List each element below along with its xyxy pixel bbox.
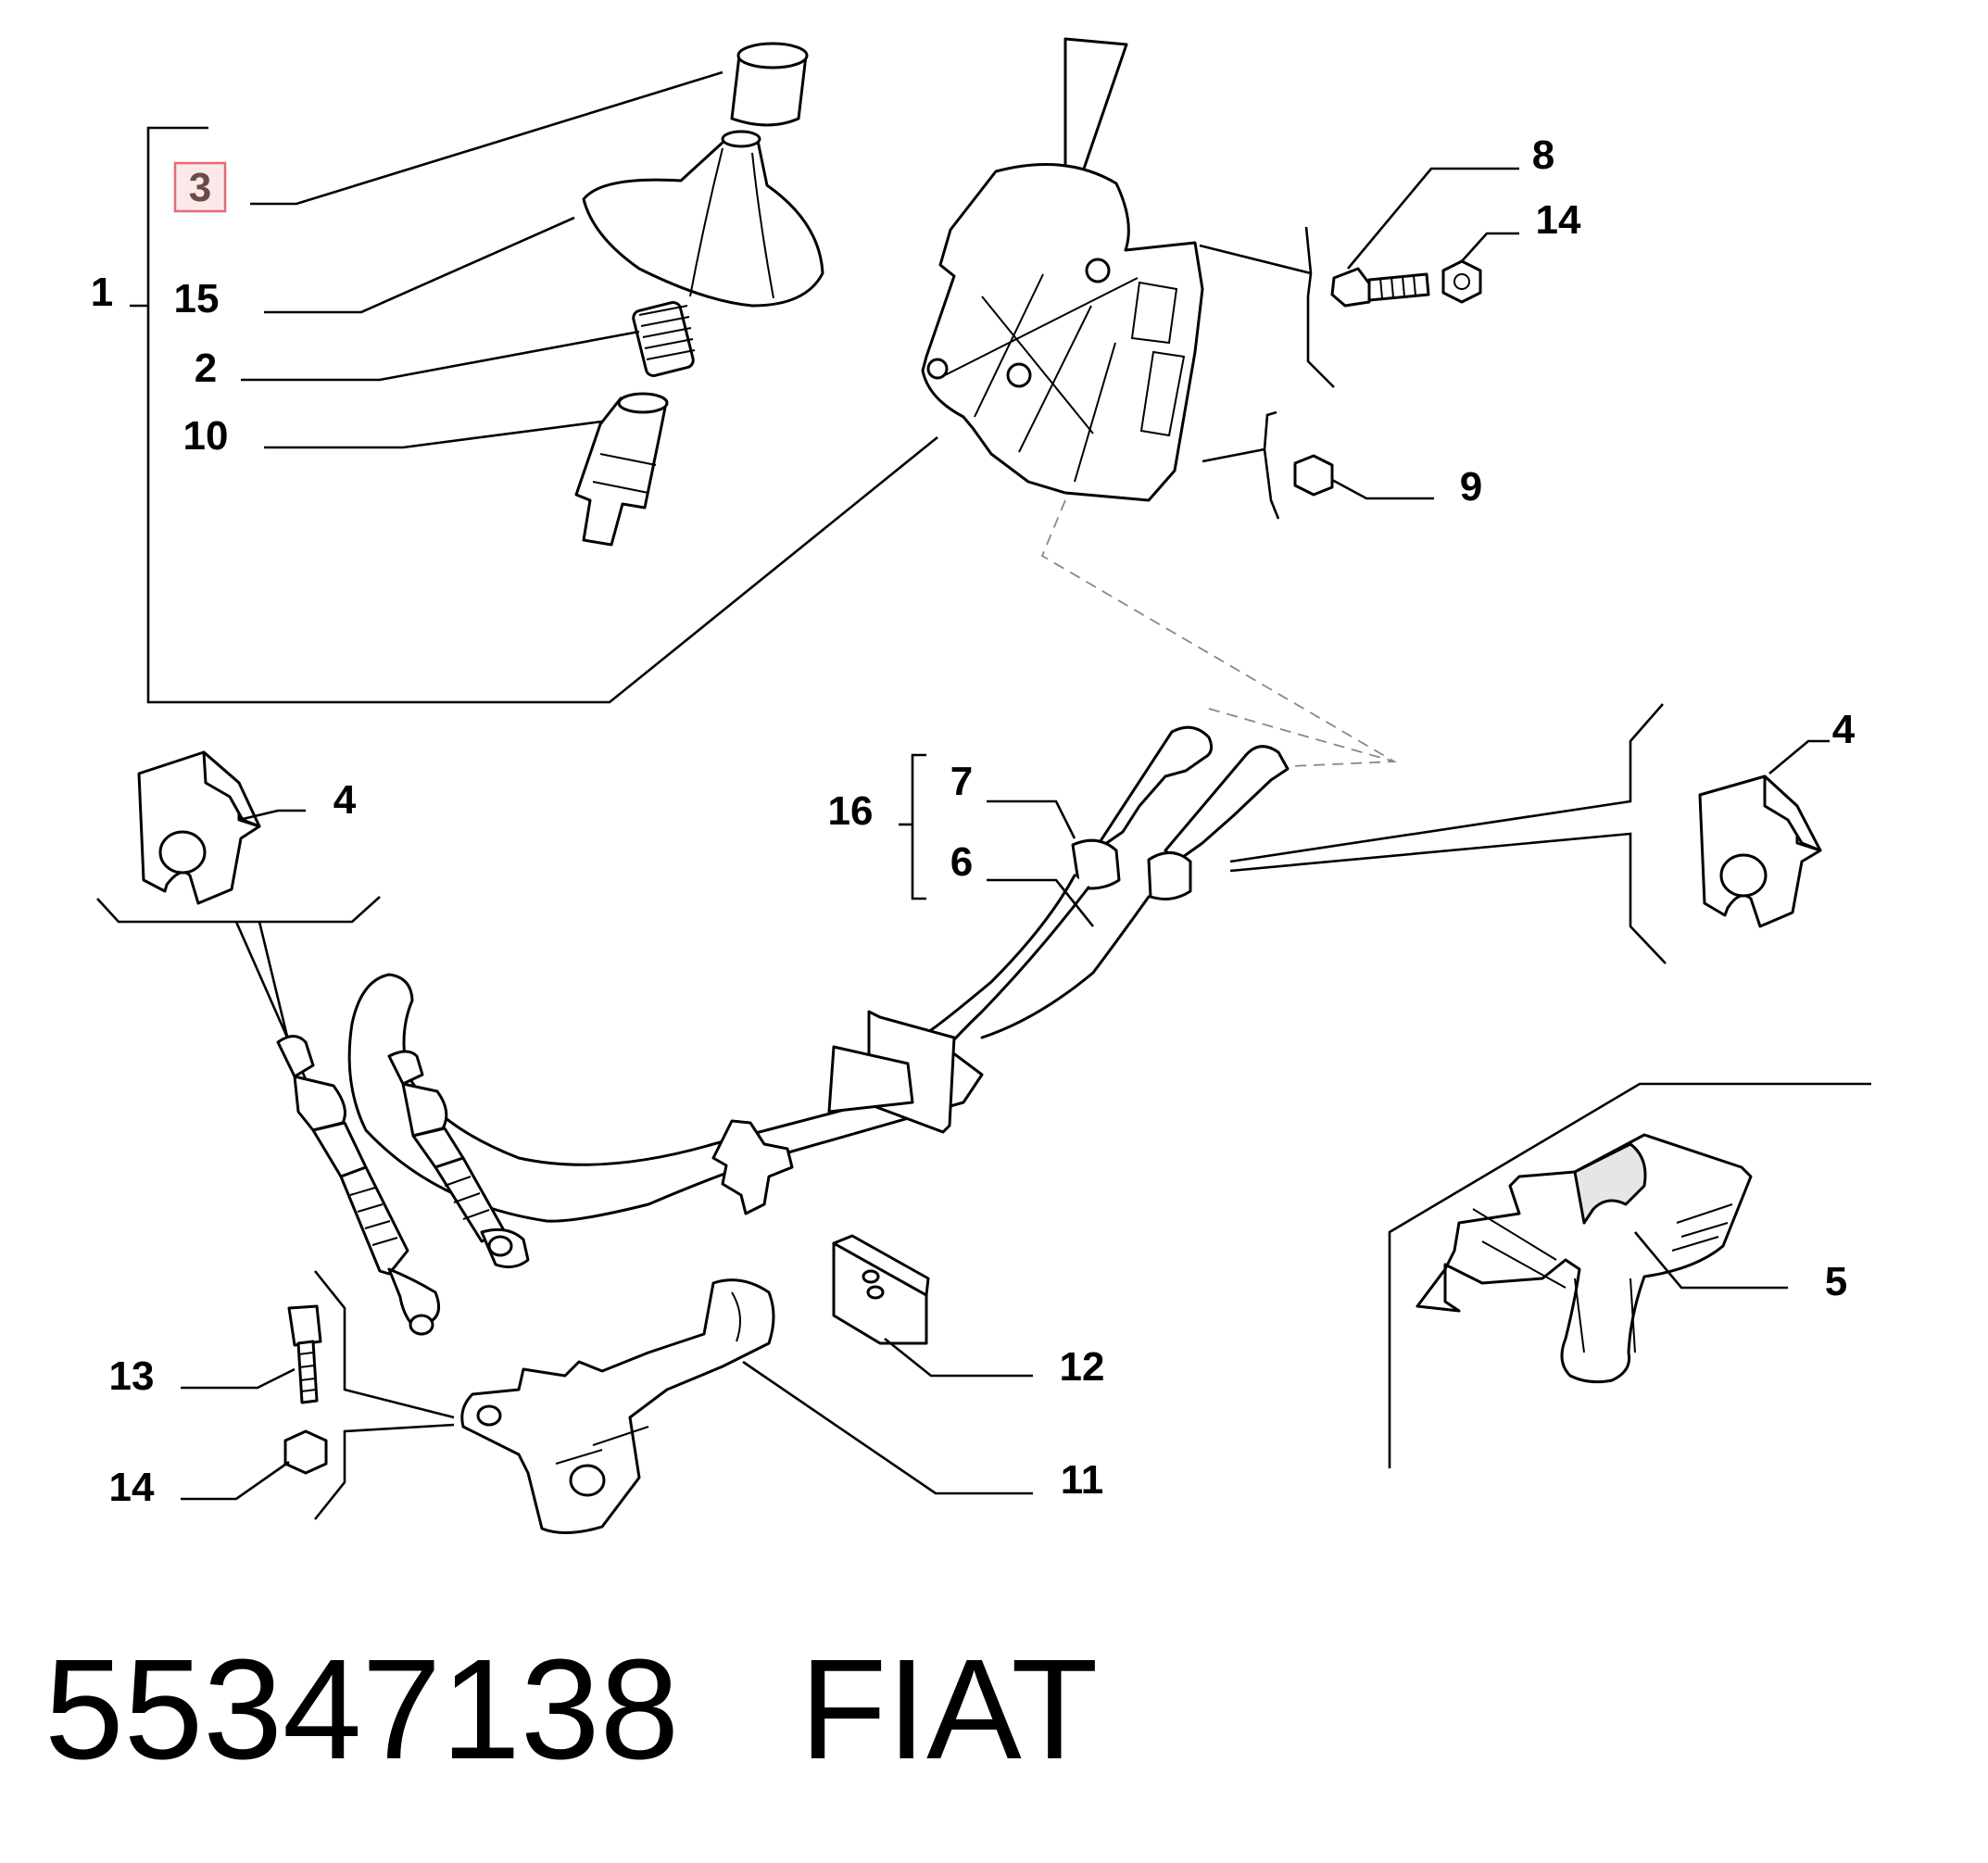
support-bracket-part[interactable] (1416, 1133, 1753, 1384)
callout-7[interactable]: 7 (950, 759, 973, 804)
callout-14-bottom[interactable]: 14 (109, 1465, 155, 1510)
cable-mount-bracket-part[interactable] (460, 1278, 775, 1535)
rubber-block-part[interactable] (832, 1234, 930, 1345)
bolt-13-part[interactable] (287, 1304, 322, 1404)
brand-name: FIAT (799, 1630, 1099, 1789)
callout-4-left[interactable]: 4 (333, 777, 357, 823)
gear-knob-part[interactable] (730, 42, 809, 127)
highlighted-callout-box (173, 161, 227, 213)
selector-pin-part[interactable] (574, 392, 669, 547)
callout-13[interactable]: 13 (109, 1353, 155, 1399)
callout-6[interactable]: 6 (950, 839, 973, 885)
bolt-part[interactable] (1330, 267, 1430, 308)
callout-4-right[interactable]: 4 (1832, 707, 1856, 752)
gearshift-cable-assembly-part[interactable] (276, 725, 1290, 1336)
nut-bottom-part[interactable] (283, 1429, 328, 1475)
cable-clip-right-part[interactable] (1698, 774, 1822, 928)
nut-top-part[interactable] (1441, 259, 1482, 304)
part-number: 55347138 (44, 1630, 680, 1789)
callout-11[interactable]: 11 (1061, 1457, 1104, 1503)
gear-boot-part[interactable] (582, 130, 824, 308)
group-1-bracket (146, 126, 938, 704)
callout-16[interactable]: 16 (828, 788, 874, 834)
callout-12[interactable]: 12 (1060, 1344, 1105, 1390)
callout-8[interactable]: 8 (1532, 132, 1554, 178)
nut-9-part[interactable] (1293, 454, 1334, 497)
callout-5[interactable]: 5 (1825, 1259, 1847, 1304)
callout-9[interactable]: 9 (1460, 464, 1482, 510)
cable-clip-left-part[interactable] (137, 750, 261, 905)
callout-2[interactable]: 2 (195, 346, 217, 391)
callout-14-top[interactable]: 14 (1536, 197, 1581, 243)
spring-part[interactable] (632, 300, 696, 378)
gear-lever-housing-part[interactable] (921, 37, 1204, 502)
callout-15[interactable]: 15 (174, 276, 220, 321)
callout-3[interactable]: 3 (189, 165, 211, 210)
callout-10[interactable]: 10 (183, 413, 229, 459)
callout-1[interactable]: 1 (91, 270, 113, 315)
